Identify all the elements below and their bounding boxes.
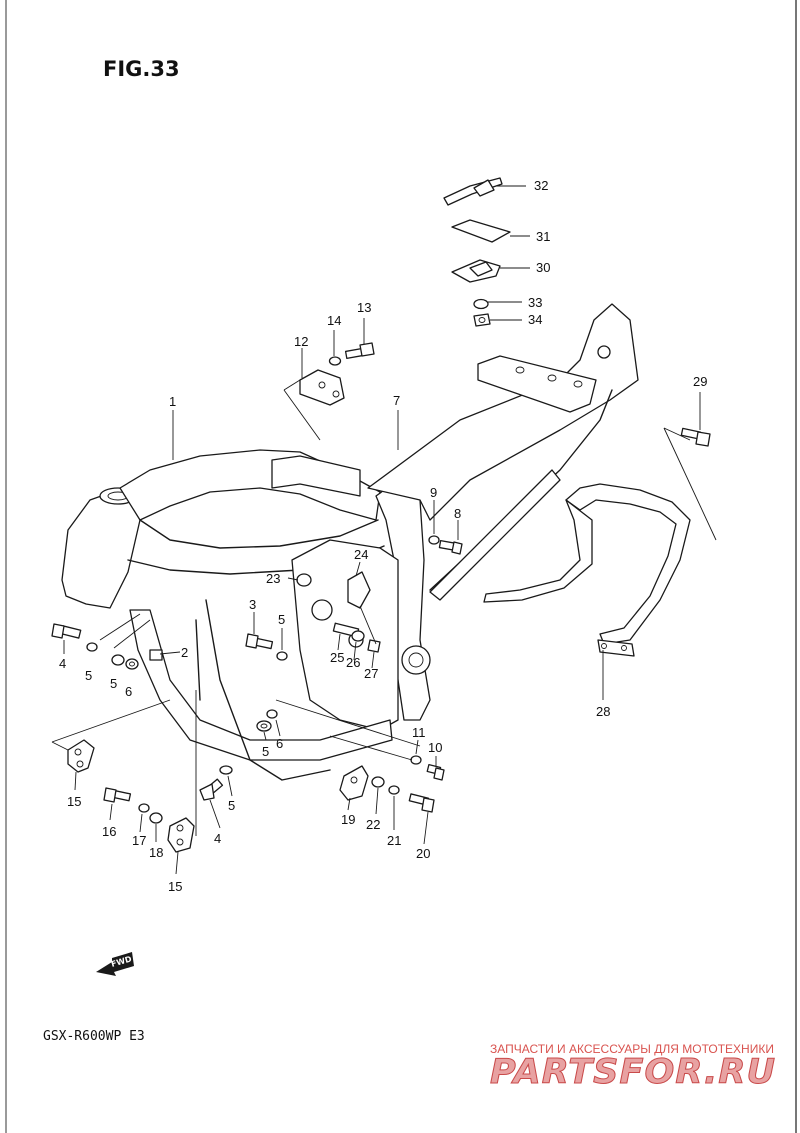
callout-17: 17 xyxy=(132,833,146,848)
callout-28: 28 xyxy=(596,704,610,719)
figure-title: FIG.33 xyxy=(103,57,180,81)
callout-5-e: 5 xyxy=(228,798,235,813)
part-9-washer xyxy=(428,535,440,545)
part-3-bolt xyxy=(245,633,274,650)
callout-5-c: 5 xyxy=(278,612,285,627)
model-code: GSX-R600WP E3 xyxy=(43,1029,145,1044)
callout-23: 23 xyxy=(266,571,280,586)
part-14-washer xyxy=(328,356,342,366)
callout-30: 30 xyxy=(536,260,550,275)
part-34-nut xyxy=(473,313,491,327)
callout-14: 14 xyxy=(327,313,341,328)
callout-18: 18 xyxy=(149,845,163,860)
part-26-collar xyxy=(351,630,365,642)
part-7-seat-rail xyxy=(367,303,639,601)
watermark-logo: PARTSFOR.RU xyxy=(490,1052,776,1092)
callout-3: 3 xyxy=(249,597,256,612)
callout-2: 2 xyxy=(181,645,188,660)
watermark: ЗАПЧАСТИ И АКСЕССУАРЫ ДЛЯ МОТОТЕХНИКИ PA… xyxy=(490,1042,776,1093)
part-29-bolt xyxy=(680,427,711,447)
part-22-washer xyxy=(371,776,385,788)
part-15-bracket-left xyxy=(67,739,95,773)
callout-7: 7 xyxy=(393,393,400,408)
callout-15-b: 15 xyxy=(168,879,182,894)
part-30-plate xyxy=(451,259,501,283)
part-6-collar-b xyxy=(266,709,278,719)
callout-33: 33 xyxy=(528,295,542,310)
callout-9: 9 xyxy=(430,485,437,500)
part-2-cushion xyxy=(149,649,163,661)
part-10-bolt xyxy=(426,763,445,781)
callout-4-b: 4 xyxy=(214,831,221,846)
part-23-plate xyxy=(296,573,312,587)
callout-10: 10 xyxy=(428,740,442,755)
callout-leaders xyxy=(63,185,701,875)
part-21-washer xyxy=(388,785,400,795)
callout-15-a: 15 xyxy=(67,794,81,809)
callout-5-a: 5 xyxy=(85,668,92,683)
callout-22: 22 xyxy=(366,817,380,832)
callout-8: 8 xyxy=(454,506,461,521)
part-5-washer-e xyxy=(219,765,233,775)
assembly-guides xyxy=(51,379,717,836)
part-15-bracket-lower xyxy=(167,817,195,853)
part-33-washer xyxy=(473,298,489,310)
callout-34: 34 xyxy=(528,312,542,327)
part-13-bolt xyxy=(344,342,375,359)
part-5-washer-a xyxy=(86,642,98,652)
part-28-rail-stay xyxy=(483,483,691,657)
part-4-bolt-lower xyxy=(199,778,224,801)
callout-11: 11 xyxy=(412,725,426,740)
part-18-washer xyxy=(149,812,163,824)
part-1-main-frame xyxy=(61,449,431,781)
callout-4-a: 4 xyxy=(59,656,66,671)
part-16-bolt xyxy=(103,787,132,803)
callout-6-a: 6 xyxy=(125,684,132,699)
callout-26: 26 xyxy=(346,655,360,670)
callout-29: 29 xyxy=(693,374,707,389)
callout-31: 31 xyxy=(536,229,550,244)
callout-1: 1 xyxy=(169,394,176,409)
watermark-tagline: ЗАПЧАСТИ И АКСЕССУАРЫ ДЛЯ МОТОТЕХНИКИ xyxy=(490,1042,774,1056)
callout-6-b: 6 xyxy=(276,736,283,751)
callout-32: 32 xyxy=(534,178,548,193)
callout-24: 24 xyxy=(354,547,368,562)
part-19-bracket xyxy=(339,765,369,801)
part-11-washer xyxy=(410,755,422,765)
callout-27: 27 xyxy=(364,666,378,681)
part-4-bolt-upper xyxy=(51,623,82,639)
part-6-collar-a xyxy=(125,658,139,670)
part-31-pad xyxy=(451,219,511,243)
part-12-bracket xyxy=(299,369,345,406)
callout-labels: 32 31 30 33 34 13 14 12 1 7 29 9 8 24 23… xyxy=(59,178,707,894)
callout-25: 25 xyxy=(330,650,344,665)
part-8-bolt xyxy=(438,540,463,555)
part-32-bracket xyxy=(443,177,503,206)
callout-21: 21 xyxy=(387,833,401,848)
callout-20: 20 xyxy=(416,846,430,861)
fwd-arrow-icon: FWD xyxy=(96,952,134,976)
callout-16: 16 xyxy=(102,824,116,839)
part-24-bracket xyxy=(347,571,371,609)
part-27-nut xyxy=(367,639,381,653)
part-17-washer xyxy=(138,803,150,813)
part-5-washer-c xyxy=(276,651,288,661)
callout-13: 13 xyxy=(357,300,371,315)
callout-19: 19 xyxy=(341,812,355,827)
part-20-bolt xyxy=(408,793,435,813)
callout-12: 12 xyxy=(294,334,308,349)
callout-5-d: 5 xyxy=(262,744,269,759)
part-5-washer-b xyxy=(111,654,125,666)
callout-5-b: 5 xyxy=(110,676,117,691)
part-5-washer-d xyxy=(256,720,272,732)
